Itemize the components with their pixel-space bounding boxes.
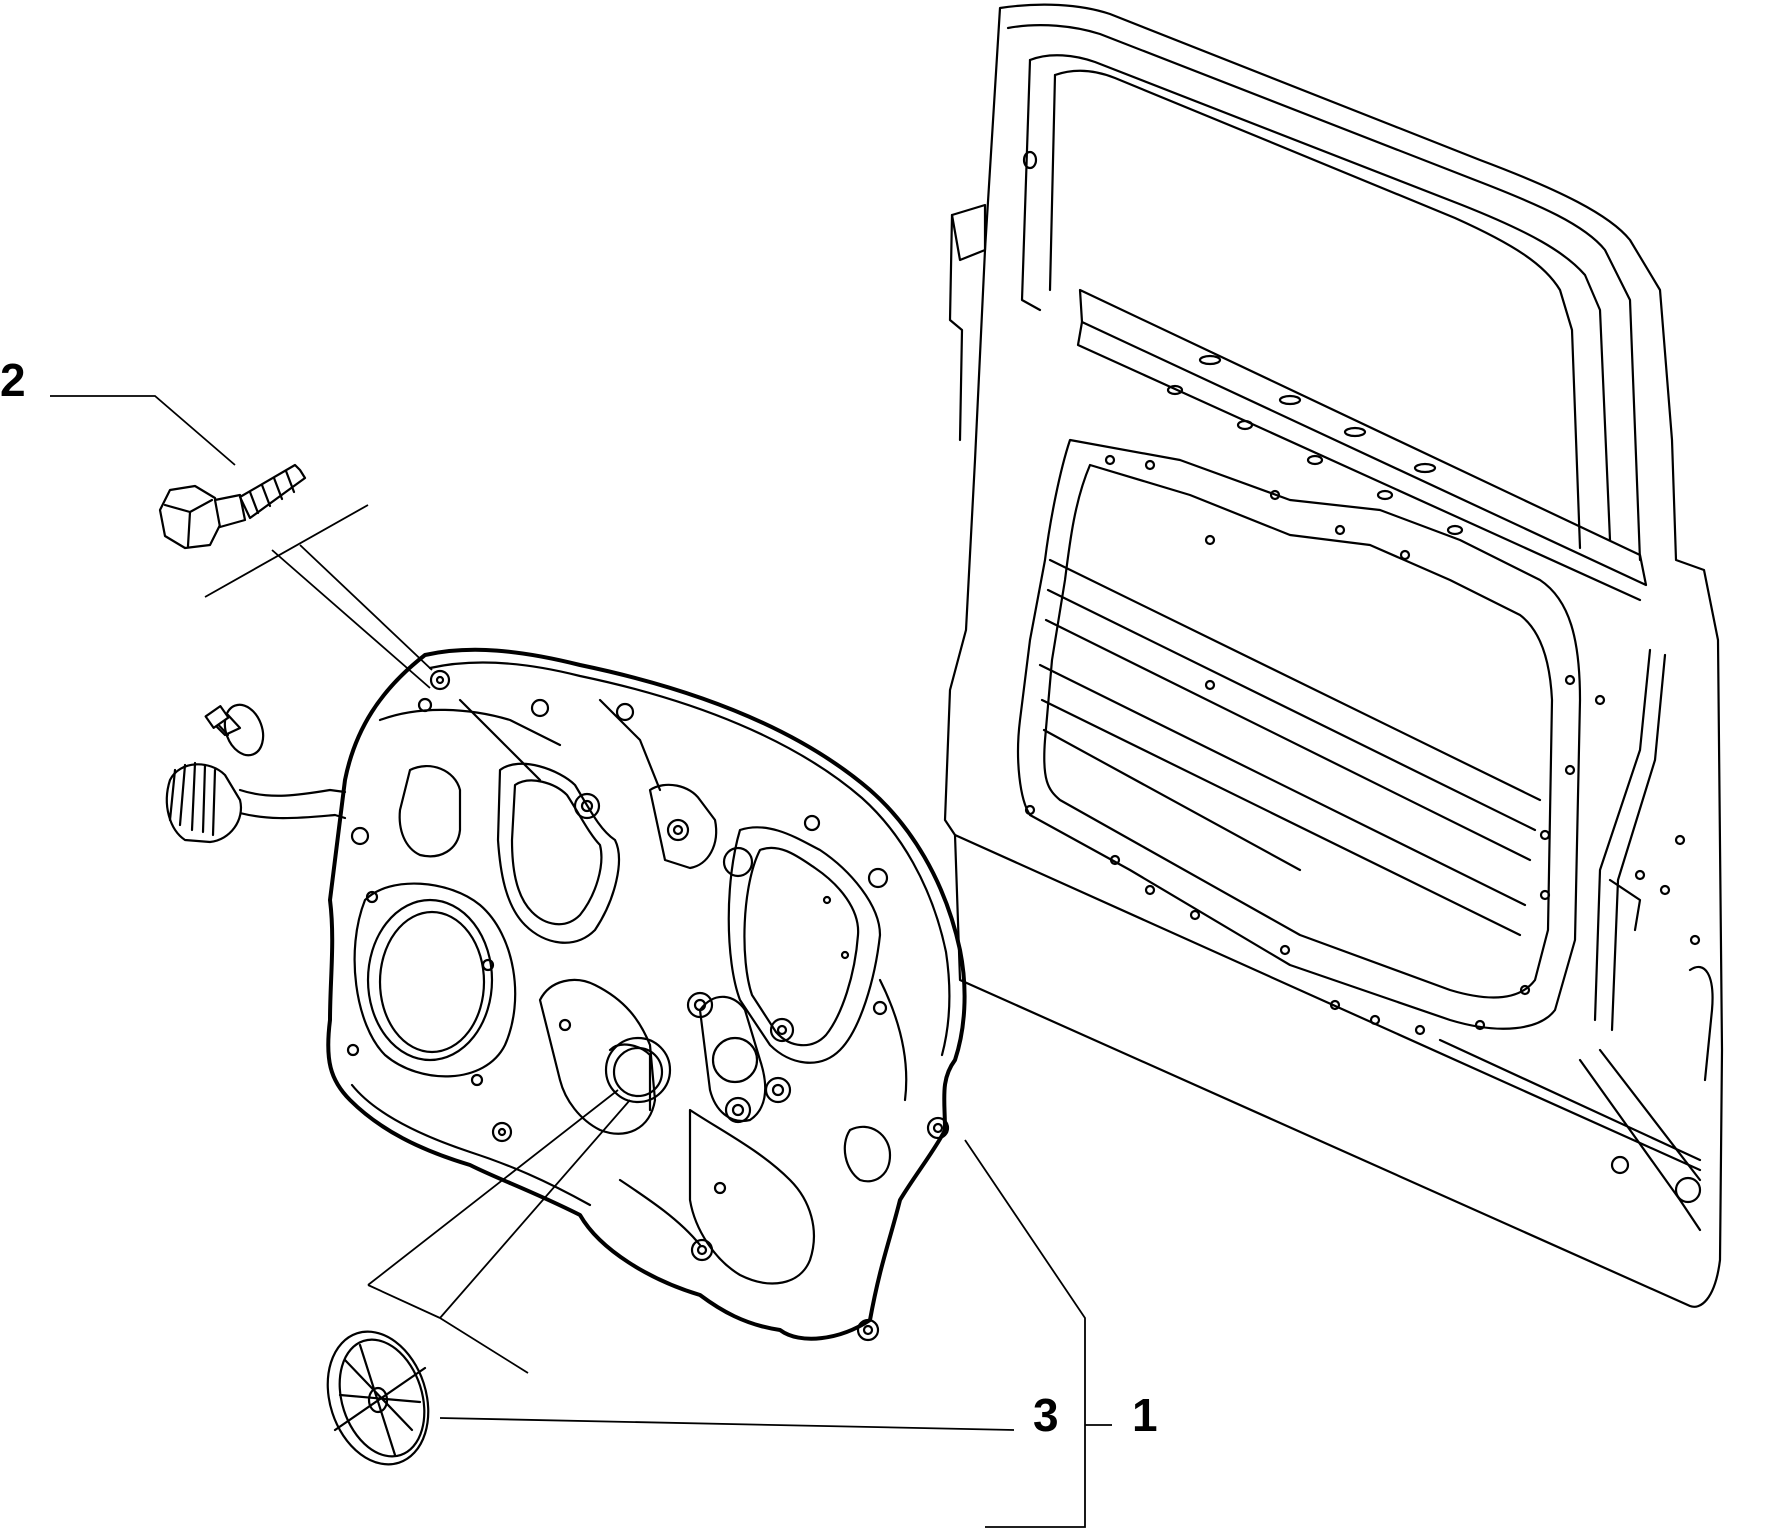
panel-fasteners bbox=[350, 669, 950, 1342]
speaker-recess bbox=[346, 882, 517, 1087]
door-frame-part bbox=[943, 3, 1724, 1308]
plug-part bbox=[326, 1330, 430, 1466]
door-panel-module bbox=[326, 647, 967, 1342]
callout-2-label: 2 bbox=[0, 354, 26, 406]
wiring-connector bbox=[165, 703, 347, 844]
callout-3-label: 3 bbox=[1033, 1389, 1059, 1441]
screw-part bbox=[158, 463, 307, 550]
door-frame-holes bbox=[1022, 150, 1702, 1204]
callout-1-label: 1 bbox=[1132, 1389, 1158, 1441]
leader-lines bbox=[50, 395, 1112, 1528]
